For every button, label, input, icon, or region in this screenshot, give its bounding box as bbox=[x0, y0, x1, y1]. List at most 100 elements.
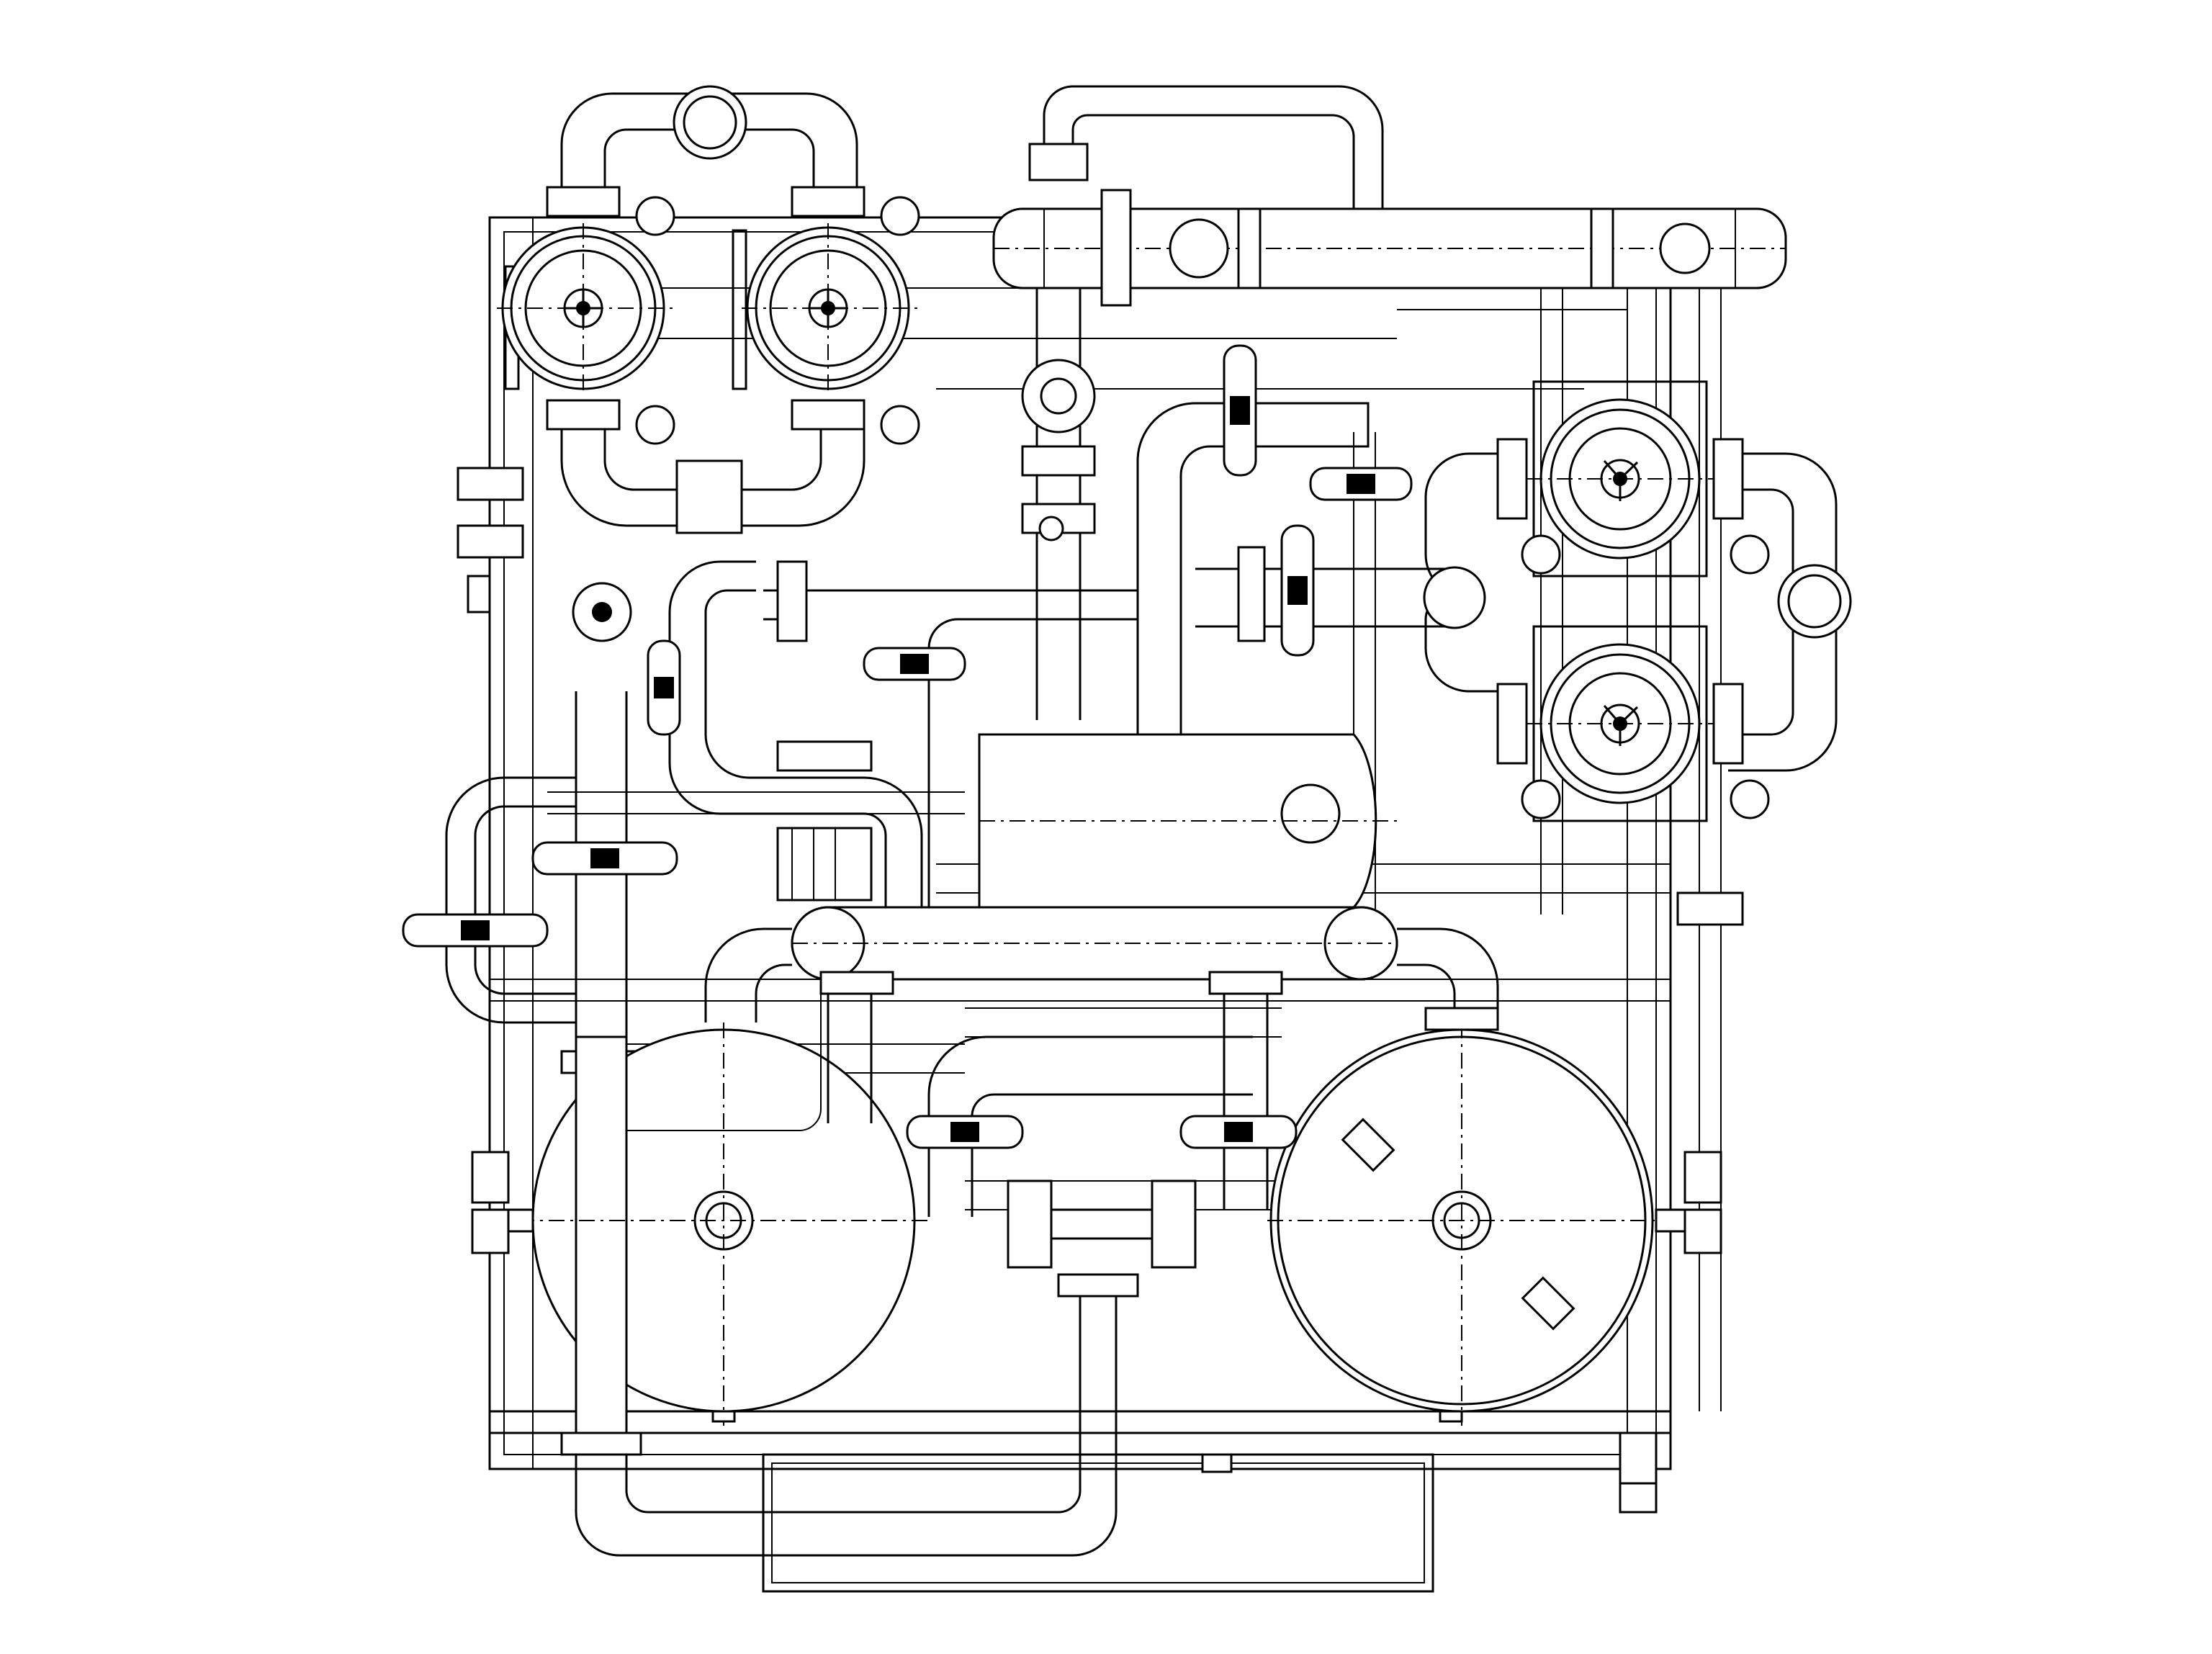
drawing-stroke bbox=[1397, 963, 1456, 1022]
drawing-stroke bbox=[1346, 474, 1375, 494]
top-u-loop bbox=[560, 85, 858, 187]
drawing-stroke bbox=[1676, 891, 1744, 926]
drawing-stroke bbox=[1021, 359, 1096, 433]
drawing-stroke bbox=[1712, 438, 1744, 520]
drawing-stroke bbox=[467, 575, 491, 613]
drawing-stroke bbox=[1619, 461, 1639, 480]
drawing-stroke bbox=[1038, 516, 1064, 541]
drawing-stroke bbox=[704, 589, 923, 907]
drawing-stroke bbox=[654, 677, 674, 698]
drawing-stroke bbox=[927, 1035, 1253, 1217]
drawing-stroke bbox=[546, 399, 621, 431]
drawing-stroke bbox=[546, 186, 621, 217]
drawing-stroke bbox=[1201, 1453, 1233, 1473]
drawing-stroke bbox=[1100, 189, 1132, 307]
drawing-stroke bbox=[1659, 223, 1711, 274]
instrument-tees bbox=[457, 467, 1744, 1514]
valve-5 bbox=[906, 1115, 1024, 1149]
drawing-stroke bbox=[1341, 1118, 1395, 1172]
valve-6 bbox=[1179, 1115, 1298, 1149]
manifold-header bbox=[704, 906, 1499, 1022]
central-tank bbox=[978, 733, 1397, 909]
tank-left bbox=[495, 994, 929, 1434]
drawing-stroke bbox=[1496, 438, 1528, 520]
strainer-vessel-left bbox=[497, 186, 677, 431]
drawing-stroke bbox=[1224, 1122, 1253, 1142]
valve-8 bbox=[1280, 524, 1315, 657]
drawing-stroke bbox=[471, 1151, 510, 1204]
drawing-stroke bbox=[1787, 574, 1842, 629]
butterfly-valves bbox=[402, 344, 1413, 1149]
vertical-riser bbox=[1021, 288, 1096, 720]
drawing-stroke bbox=[1287, 576, 1308, 605]
center-tank-piping bbox=[819, 971, 1283, 1269]
drawing-stroke bbox=[675, 459, 743, 534]
drawing-stroke bbox=[1619, 1431, 1658, 1485]
drawing-stroke bbox=[635, 405, 675, 445]
drawing-stroke bbox=[819, 971, 894, 995]
drawing-stroke bbox=[1423, 566, 1486, 629]
drawing-stroke bbox=[1521, 1276, 1575, 1331]
drawing-stroke bbox=[1424, 1007, 1499, 1031]
header-vessel bbox=[992, 85, 1787, 307]
strainer-vessel-right-bottom bbox=[1527, 625, 1714, 822]
lower-u-loop bbox=[560, 429, 866, 534]
drawing-stroke bbox=[1603, 460, 1622, 480]
valve-1 bbox=[863, 647, 966, 681]
valve-3 bbox=[402, 913, 549, 948]
drawing-stroke bbox=[732, 229, 747, 390]
drawing-stroke bbox=[755, 963, 792, 1022]
drawing-stroke bbox=[626, 994, 822, 1131]
drawing-stroke bbox=[1237, 207, 1262, 289]
drawing-stroke bbox=[1683, 1151, 1722, 1204]
drain-tray bbox=[762, 1453, 1434, 1593]
drawing-stroke bbox=[1040, 377, 1077, 415]
drawing-stroke bbox=[1043, 85, 1384, 209]
drawing-stroke bbox=[950, 1122, 979, 1142]
drawing-stroke bbox=[1619, 706, 1639, 725]
drawing-stroke bbox=[1496, 683, 1528, 765]
drawing-stroke bbox=[711, 1410, 736, 1423]
drawing-stroke bbox=[668, 560, 756, 763]
valve-7 bbox=[1223, 344, 1257, 477]
drawing-stroke bbox=[1521, 779, 1561, 819]
drawing-stroke bbox=[592, 602, 612, 622]
drawing-stroke bbox=[1521, 534, 1561, 575]
drawing-stroke bbox=[1683, 1208, 1722, 1254]
drawing-stroke bbox=[1619, 1482, 1658, 1514]
tank-right bbox=[1267, 1007, 1694, 1426]
drawing-stroke bbox=[978, 733, 1377, 909]
drawing-stroke bbox=[776, 740, 873, 772]
drawing-stroke bbox=[1007, 1179, 1053, 1269]
drawing-stroke bbox=[1136, 402, 1217, 907]
drawing-stroke bbox=[1280, 783, 1341, 844]
drawing-stroke bbox=[1237, 546, 1266, 642]
drawing-stroke bbox=[625, 1296, 1082, 1514]
valve-2 bbox=[531, 841, 678, 876]
drawing-stroke bbox=[880, 196, 920, 236]
drawing-stroke bbox=[704, 927, 792, 1022]
drawing-stroke bbox=[590, 848, 619, 868]
drawing-stroke bbox=[1151, 1179, 1197, 1269]
drawing-stroke bbox=[1397, 927, 1499, 1022]
drawing-stroke bbox=[1603, 705, 1622, 724]
drawing-stroke bbox=[971, 1093, 1253, 1217]
drawing-stroke bbox=[762, 1453, 1434, 1593]
drawing-stroke bbox=[1179, 402, 1370, 907]
drawing-stroke bbox=[1712, 683, 1744, 765]
drawing-stroke bbox=[900, 654, 929, 674]
handwheels-top bbox=[635, 196, 920, 445]
valve-4 bbox=[1309, 467, 1413, 501]
drawing-stroke bbox=[445, 776, 576, 1024]
drawing-stroke bbox=[880, 405, 920, 445]
drawing-stroke bbox=[791, 399, 866, 431]
right-u-loops bbox=[1424, 438, 1852, 819]
drawing-stroke bbox=[1730, 534, 1770, 575]
drawing-stroke bbox=[668, 763, 887, 907]
drawing-stroke bbox=[635, 196, 675, 236]
drawing-stroke bbox=[1590, 207, 1614, 289]
drawing-stroke bbox=[560, 1431, 642, 1456]
drawing-stroke bbox=[471, 1208, 510, 1254]
